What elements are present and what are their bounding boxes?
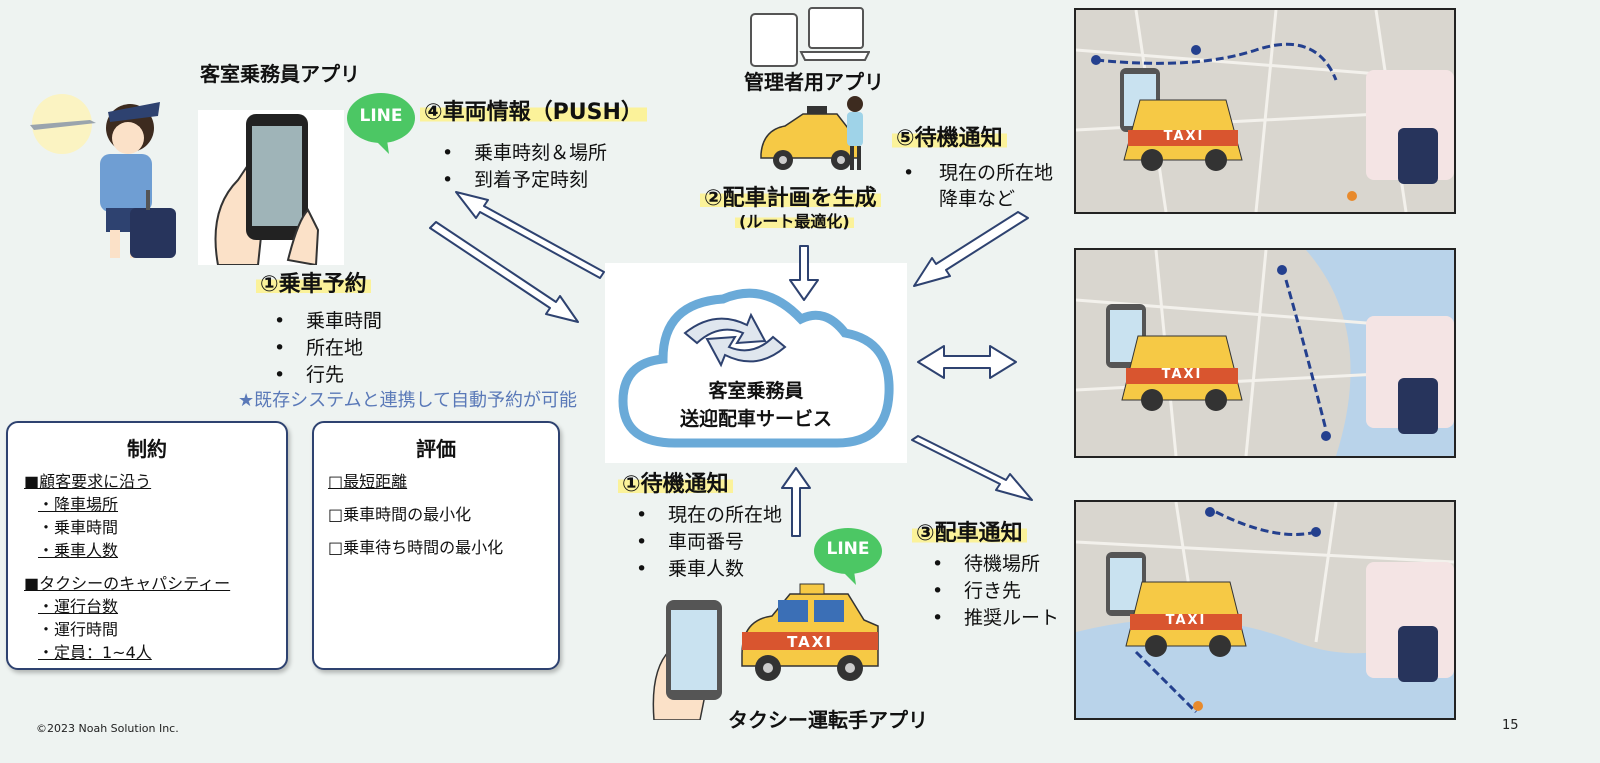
crew-app-title: 客室乗務員アプリ: [200, 62, 360, 86]
taxi-sign-text: TAXI: [1165, 613, 1207, 628]
arrow-down-plan: [789, 245, 819, 301]
arrow-wait5: [913, 211, 1029, 287]
arrow-to-cloud: [429, 221, 579, 323]
route-map: [1076, 10, 1454, 212]
line-logo-text: LINE: [826, 539, 870, 559]
map-panel-3: [1074, 500, 1456, 720]
list-item: 現在の所在地: [632, 502, 782, 529]
evaluation-title: 評価: [416, 437, 456, 461]
route-map: [1076, 250, 1454, 456]
driver-taxi-illustration: [652, 583, 879, 720]
admin-app-title: 管理者用アプリ: [744, 70, 884, 94]
taxi-sign-text: TAXI: [1161, 367, 1203, 382]
evaluation-item: □乗車時間の最小化: [328, 505, 472, 524]
list-item: 行き先: [928, 578, 1059, 605]
constraint-item: ・乗車人数: [38, 541, 119, 560]
step-plan-title: ②配車計画を生成: [700, 180, 881, 212]
list-item: 所在地: [270, 335, 382, 362]
step-wait5-title: ⑤待機通知: [892, 120, 1007, 152]
step-reserve-title: ①乗車予約: [256, 266, 371, 298]
evaluation-box: 評価 □最短距離 □乗車時間の最小化 □乗車待ち時間の最小化: [312, 421, 560, 670]
list-item: 降車など: [939, 188, 1016, 210]
step-wait5-details: •現在の所在地 降車など: [903, 160, 1053, 212]
sync-arrows-icon: [683, 312, 787, 368]
list-item: 到着予定時刻: [438, 167, 607, 194]
airplane-icon: [30, 120, 96, 130]
list-item: •現在の所在地: [903, 162, 1054, 184]
list-item: 車両番号: [632, 529, 782, 556]
admin-taxi-illustration: [760, 96, 863, 170]
step-wait1-list: 現在の所在地 車両番号 乗車人数: [632, 502, 782, 583]
cloud-icon: [618, 288, 894, 448]
step-plan-subtitle: (ルート最適化): [735, 208, 854, 232]
crew-phone-illustration: [198, 110, 344, 267]
evaluation-item: □最短距離: [328, 472, 408, 491]
cloud-label-line: 送迎配車サービス: [679, 408, 832, 430]
step-vehicle-list: 乗車時刻＆場所 到着予定時刻: [438, 140, 607, 194]
map-panel-2: [1074, 248, 1456, 458]
list-item: 乗車時間: [270, 308, 382, 335]
arrow-up-wait: [781, 467, 811, 537]
line-badge-bottom: LINE: [812, 527, 884, 585]
cloud-service-panel: 客室乗務員 送迎配車サービス: [605, 263, 907, 463]
constraint-item: ・定員：1~4人: [38, 643, 152, 662]
constraint-item: ・運行時間: [38, 620, 119, 639]
constraint-item: ・運行台数: [38, 597, 119, 616]
step-dispatch-list: 待機場所 行き先 推奨ルート: [928, 551, 1059, 632]
cloud-label-line: 客室乗務員: [708, 380, 804, 402]
cloud-label: 客室乗務員 送迎配車サービス: [605, 377, 907, 433]
copyright-footer: ©2023 Noah Solution Inc.: [36, 722, 179, 735]
step-vehicle-title: ④車両情報（PUSH）: [420, 94, 647, 126]
arrow-bidirectional: [917, 345, 1017, 379]
taxi-sign-text: TAXI: [1163, 129, 1205, 144]
arrow-to-crew: [455, 191, 605, 279]
step-wait1-title: ①待機通知: [618, 466, 733, 498]
list-item: 待機場所: [928, 551, 1059, 578]
list-item: 推奨ルート: [928, 605, 1059, 632]
evaluation-item: □乗車待ち時間の最小化: [328, 538, 504, 557]
step-dispatch-title: ③配車通知: [912, 515, 1027, 547]
constraint-item: ・乗車時間: [38, 518, 119, 537]
map-panel-1: [1074, 8, 1456, 214]
driver-app-title: タクシー運転手アプリ: [728, 708, 928, 732]
page-number: 15: [1502, 718, 1519, 733]
list-item: 乗車人数: [632, 556, 782, 583]
line-badge-top: LINE: [345, 92, 417, 154]
route-map: [1076, 502, 1454, 718]
list-item: 行先: [270, 362, 382, 389]
auto-reserve-note: ★既存システムと連携して自動予約が可能: [238, 390, 578, 411]
tablet-laptop-icon: [750, 7, 870, 67]
list-item: 乗車時刻＆場所: [438, 140, 607, 167]
step-reserve-list: 乗車時間 所在地 行先: [270, 308, 382, 389]
flight-attendant-illustration: [30, 94, 176, 258]
arrow-dispatch: [911, 435, 1033, 501]
suitcase-icon: [130, 208, 176, 258]
constraints-box: 制約 ■顧客要求に沿う ・降車場所 ・乗車時間 ・乗車人数 ■タクシーのキャパシ…: [6, 421, 288, 670]
constraint-group: ■顧客要求に沿う: [24, 472, 152, 491]
constraint-item: ・降車場所: [38, 495, 119, 514]
constraints-title: 制約: [127, 437, 167, 461]
constraint-group: ■タクシーのキャパシティー: [24, 574, 231, 593]
taxi-sign-text: TAXI: [787, 633, 833, 651]
line-logo-text: LINE: [359, 106, 403, 126]
